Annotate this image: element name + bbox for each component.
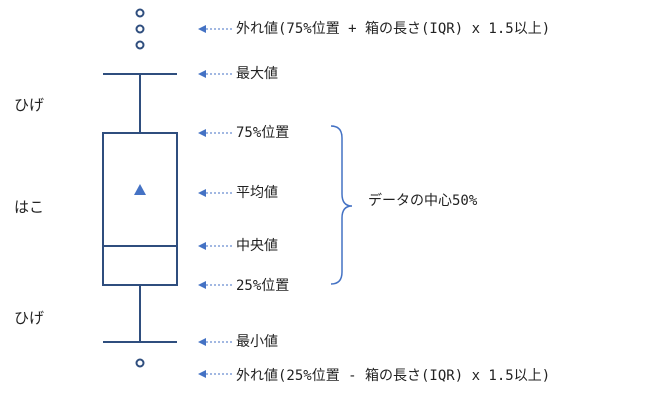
upper-whisker-label: ひげ (14, 96, 45, 114)
arrow-min (198, 338, 232, 346)
arrow-max (198, 70, 232, 78)
q1-label: 25%位置 (236, 278, 290, 294)
arrow-q3 (198, 129, 232, 137)
outlier-point-upper-1 (135, 8, 145, 18)
arrow-mean (198, 189, 232, 197)
iqr-bracket (330, 125, 353, 285)
iqr-bracket-label: データの中心50% (368, 193, 478, 209)
outlier-upper-label: 外れ値(75%位置 + 箱の長さ(IQR) x 1.5以上) (236, 21, 551, 37)
arrow-outlier-upper (198, 25, 232, 33)
outlier-lower-label: 外れ値(25%位置 - 箱の長さ(IQR) x 1.5以上) (236, 368, 551, 384)
outlier-point-lower (135, 358, 145, 368)
box-label: はこ (14, 198, 45, 216)
lower-whisker-label: ひげ (14, 309, 45, 327)
min-label: 最小値 (236, 334, 278, 350)
arrow-outlier-lower (198, 370, 232, 378)
outlier-point-upper-3 (135, 40, 145, 50)
q3-label: 75%位置 (236, 125, 290, 141)
max-label: 最大値 (236, 66, 278, 82)
mean-marker (134, 184, 146, 195)
outlier-point-upper-2 (135, 24, 145, 34)
arrow-median (198, 242, 232, 250)
iqr-box (102, 132, 178, 286)
arrow-q1 (198, 281, 232, 289)
median-label: 中央値 (236, 238, 278, 254)
mean-label: 平均値 (236, 185, 278, 201)
